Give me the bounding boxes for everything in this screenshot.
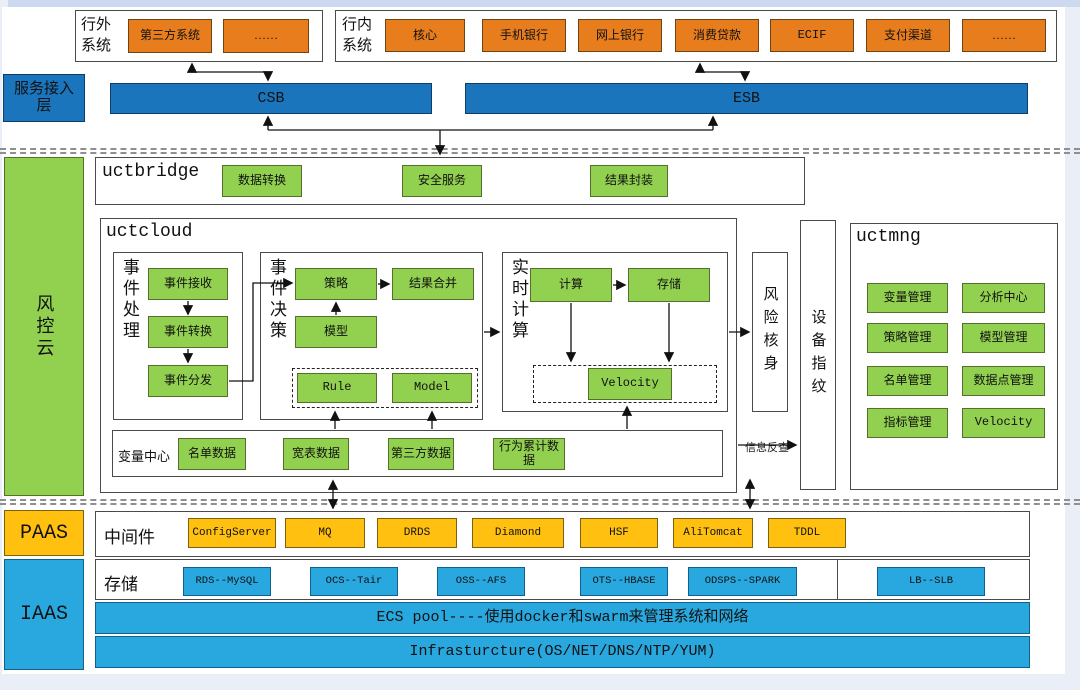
node-third-party-data: 第三方数据 — [388, 438, 454, 470]
node-analysis-center: 分析中心 — [962, 283, 1045, 313]
risk-cloud-label: 风控云 — [4, 157, 84, 496]
node-rule-engine: Rule — [297, 373, 377, 403]
ecs-pool-bar: ECS pool----使用docker和swarm来管理系统和网络 — [95, 602, 1030, 634]
infrastructure-bar: Infrasturcture(OS/NET/DNS/NTP/YUM) — [95, 636, 1030, 668]
node-store: 存储 — [628, 268, 710, 302]
node-internal-more: …… — [962, 19, 1046, 52]
node-oss-afs: OSS--AFS — [437, 567, 525, 596]
node-drds: DRDS — [377, 518, 457, 548]
node-external-more: …… — [223, 19, 309, 53]
esb-bus: ESB — [465, 83, 1028, 114]
external-systems-label: 行外系统 — [81, 17, 112, 54]
rule-model-dashed-box — [292, 368, 478, 408]
node-mobile-banking: 手机银行 — [482, 19, 566, 52]
node-strategy-mgmt: 策略管理 — [867, 323, 948, 353]
node-mq: MQ — [285, 518, 365, 548]
device-fingerprint-box: 设备指纹 — [800, 220, 836, 490]
node-result-packaging: 结果封装 — [590, 165, 668, 197]
node-lb-slb: LB--SLB — [877, 567, 985, 596]
node-model-mgmt: 模型管理 — [962, 323, 1045, 353]
iaas-label: IAAS — [4, 559, 84, 670]
node-alitomcat: AliTomcat — [673, 518, 753, 548]
event-processing-label: 事件处理 — [120, 258, 139, 342]
node-velocity: Velocity — [588, 368, 672, 400]
node-list-mgmt: 名单管理 — [867, 366, 948, 396]
node-model: 模型 — [295, 316, 377, 348]
node-third-party-system: 第三方系统 — [128, 19, 212, 53]
layer-separator — [0, 148, 1080, 150]
node-ecif: ECIF — [770, 19, 854, 52]
storage-label: 存储 — [104, 575, 138, 594]
node-data-conversion: 数据转换 — [222, 165, 302, 197]
middleware-label: 中间件 — [104, 528, 155, 547]
info-lookup-label: 信息反查 — [744, 439, 790, 455]
uctbridge-title: uctbridge — [102, 162, 200, 182]
node-ocs-tair: OCS--Tair — [310, 567, 398, 596]
node-event-convert: 事件转换 — [148, 316, 228, 348]
node-behavior-accumulated-data: 行为累计数据 — [493, 438, 565, 470]
node-rds-mysql: RDS--MySQL — [183, 567, 271, 596]
node-odsps-spark: ODSPS--SPARK — [688, 567, 797, 596]
uctmng-title: uctmng — [856, 227, 921, 247]
node-variable-mgmt: 变量管理 — [867, 283, 948, 313]
service-access-layer-label: 服务接入层 — [3, 74, 85, 122]
node-strategy: 策略 — [295, 268, 377, 300]
layer-separator — [0, 499, 1080, 501]
node-event-receive: 事件接收 — [148, 268, 228, 300]
internal-systems-label: 行内系统 — [342, 17, 373, 54]
node-result-merge: 结果合并 — [392, 268, 474, 300]
uctmng-box — [850, 223, 1058, 490]
node-datapoint-mgmt: 数据点管理 — [962, 366, 1045, 396]
layer-separator — [0, 503, 1080, 505]
node-model-engine: Model — [392, 373, 472, 403]
node-event-dispatch: 事件分发 — [148, 365, 228, 397]
csb-bus: CSB — [110, 83, 432, 114]
window-top-strip — [8, 0, 1080, 7]
node-diamond: Diamond — [472, 518, 564, 548]
layer-separator — [0, 152, 1080, 154]
node-hsf: HSF — [580, 518, 658, 548]
variable-center-label: 变量中心 — [118, 449, 171, 464]
event-decision-label: 事件决策 — [267, 258, 286, 342]
risk-verify-box: 风险核身 — [752, 252, 788, 412]
node-ots-hbase: OTS--HBASE — [580, 567, 668, 596]
realtime-computing-label: 实时计算 — [509, 258, 528, 342]
node-payment-channel: 支付渠道 — [866, 19, 950, 52]
node-tddl: TDDL — [768, 518, 846, 548]
node-configserver: ConfigServer — [188, 518, 276, 548]
node-compute: 计算 — [530, 268, 612, 302]
node-indicator-mgmt: 指标管理 — [867, 408, 948, 438]
node-velocity-mgmt: Velocity — [962, 408, 1045, 438]
paas-label: PAAS — [4, 510, 84, 556]
node-online-banking: 网上银行 — [578, 19, 662, 52]
node-list-data: 名单数据 — [178, 438, 246, 470]
node-wide-table-data: 宽表数据 — [283, 438, 349, 470]
node-consumer-loan: 消费贷款 — [675, 19, 759, 52]
storage-divider — [837, 559, 838, 600]
uctcloud-title: uctcloud — [106, 222, 193, 242]
node-security-service: 安全服务 — [402, 165, 482, 197]
node-core: 核心 — [385, 19, 465, 52]
velocity-dashed-box — [533, 365, 717, 403]
